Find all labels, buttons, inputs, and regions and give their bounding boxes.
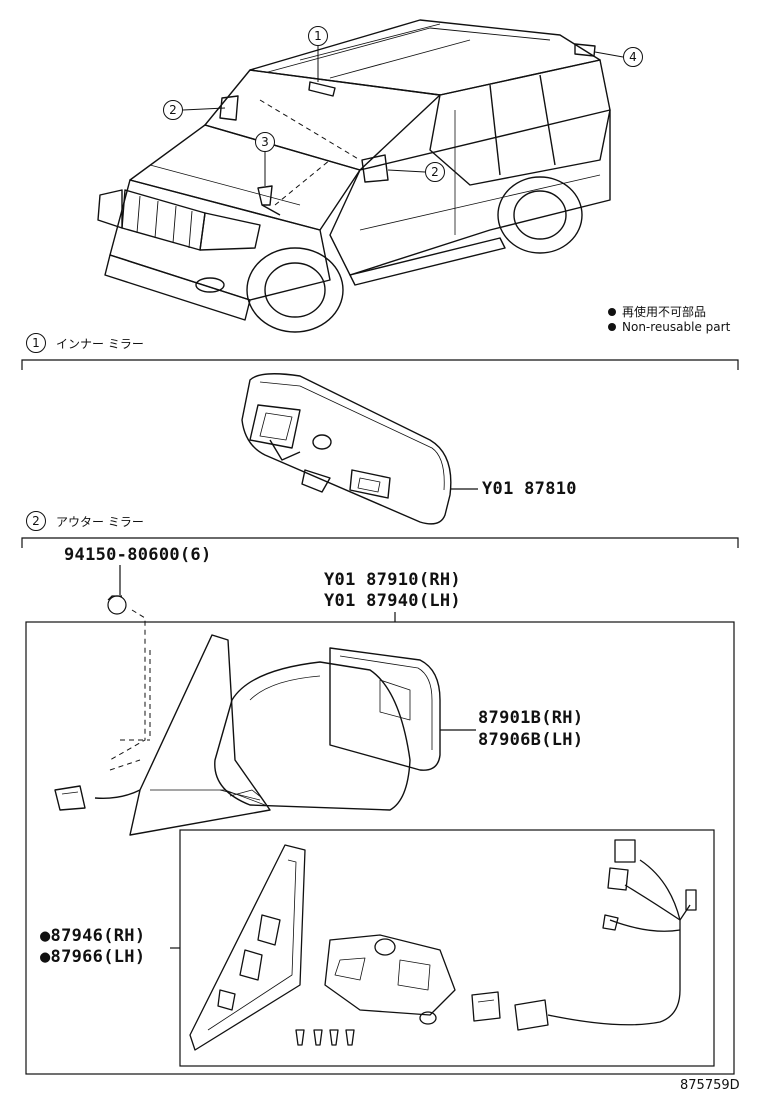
bullet-icon	[608, 323, 616, 331]
part-outer-mirror-rh: Y01 87910(RH)	[324, 570, 461, 590]
section-inner-mirror: 1 インナー ミラー	[26, 333, 144, 353]
legend-english-text: Non-reusable part	[622, 320, 731, 334]
legend-japanese: 再使用不可部品	[608, 303, 706, 320]
callout-2-left: 2	[163, 100, 183, 120]
cover-kit-box	[179, 829, 715, 1067]
inner-mirror-illustration	[241, 373, 452, 525]
bullet-icon	[608, 307, 616, 316]
diagram-id: 875759D	[680, 1078, 740, 1093]
section-inner-title: インナー ミラー	[56, 336, 144, 351]
legend-english: Non-reusable part	[608, 320, 730, 334]
part-mirror-glass-rh: 87901B(RH)	[478, 708, 584, 728]
cover-kit-illustration	[189, 839, 697, 1051]
bolt-dashed-leader	[109, 609, 146, 761]
part-inner-mirror: Y01 87810	[482, 479, 577, 499]
outer-mirror-illustration	[54, 634, 441, 836]
vehicle-illustration	[97, 19, 611, 333]
callout-1: 1	[308, 26, 328, 46]
section-outer-title: アウター ミラー	[56, 514, 144, 529]
part-bolt: 94150-80600(6)	[64, 545, 212, 565]
section-outer-number: 2	[26, 511, 46, 531]
legend-japanese-text: 再使用不可部品	[622, 305, 707, 319]
section-rules	[21, 359, 739, 548]
callout-leaders	[182, 46, 624, 186]
callout-2-right: 2	[425, 162, 445, 182]
part-mirror-glass-lh: 87906B(LH)	[478, 730, 584, 750]
part-cover-rh: ●87946(RH)	[40, 926, 146, 946]
outer-mirror-box	[25, 621, 735, 1075]
part-cover-lh: ●87966(LH)	[40, 947, 146, 967]
section-inner-number: 1	[26, 333, 46, 353]
callout-3: 3	[255, 132, 275, 152]
part-outer-mirror-lh: Y01 87940(LH)	[324, 591, 461, 611]
section-outer-mirror: 2 アウター ミラー	[26, 511, 144, 531]
bolt-illustration	[107, 565, 127, 615]
callout-4: 4	[623, 47, 643, 67]
